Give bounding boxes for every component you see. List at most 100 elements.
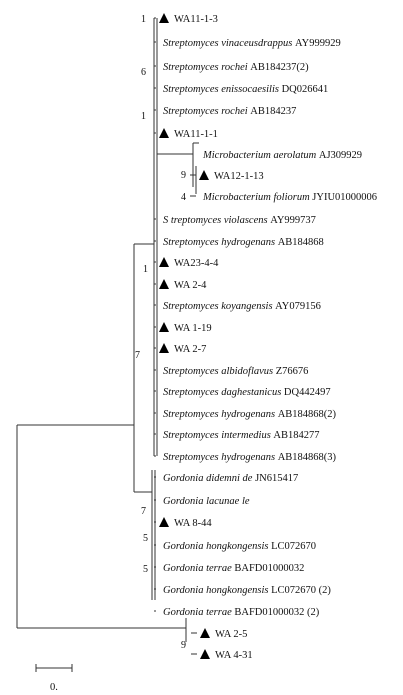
leaf-species: enissocaesilis	[221, 84, 281, 95]
leaf-accession: WA 2-5	[215, 629, 247, 640]
leaf-accession: BAFD01000032 (2)	[234, 607, 319, 618]
leaf-genus: Gordonia	[163, 585, 206, 596]
leaf-label: Streptomyces daghestanicus DQ442497	[163, 387, 331, 398]
leaf-accession: LC072670 (2)	[271, 585, 331, 596]
leaf-accession: WA12-1-13	[214, 171, 264, 182]
leaf-species: albidoflavus	[221, 366, 276, 377]
leaf-genus: Streptomyces	[163, 38, 221, 49]
leaf-species: intermedius	[221, 430, 273, 441]
leaf-accession: DQ442497	[284, 387, 331, 398]
isolate-marker-icon	[159, 257, 169, 267]
leaf-label: Gordonia hongkongensis LC072670 (2)	[163, 585, 331, 596]
leaf-accession: LC072670	[271, 541, 316, 552]
leaf-genus: Streptomyces	[163, 237, 221, 248]
leaf-accession: AB184237(2)	[250, 62, 309, 73]
support-value: 5	[143, 564, 148, 575]
leaf-label: WA11-1-1	[174, 129, 218, 140]
leaf-label: WA11-1-3	[174, 14, 218, 25]
leaf-label: Streptomyces vinaceusdrappus AY999929	[163, 38, 341, 49]
leaf-label: Microbacterium aerolatum AJ309929	[202, 150, 362, 161]
leaf-accession: AB184868(2)	[278, 409, 337, 420]
leaf-label: Streptomyces rochei AB184237	[163, 106, 296, 117]
isolate-marker-icon	[159, 13, 169, 23]
leaf-species: hydrogenans	[221, 452, 277, 463]
leaf-species: koyangensis	[221, 301, 275, 312]
leaf-species: hongkongensis	[206, 585, 271, 596]
isolate-marker-icon	[199, 170, 209, 180]
leaf-genus: Streptomyces	[163, 430, 221, 441]
support-value: 5	[143, 533, 148, 544]
isolate-marker-icon	[159, 279, 169, 289]
leaf-accession: AB184237	[250, 106, 296, 117]
leaf-accession: WA23-4-4	[174, 258, 219, 269]
leaf-accession: WA11-1-3	[174, 14, 218, 25]
leaf-label: WA 2-4	[174, 280, 207, 291]
support-value: 6	[141, 67, 146, 78]
leaf-label: Gordonia hongkongensis LC072670	[163, 541, 316, 552]
leaf-species: aerolatum	[273, 150, 318, 161]
leaf-species: hydrogenans	[221, 409, 277, 420]
leaf-accession: DQ026641	[282, 84, 329, 95]
tree-branches	[16, 17, 199, 655]
leaf-genus: Streptomyces	[163, 301, 221, 312]
leaf-accession: JN615417	[255, 473, 298, 484]
support-value: 1	[143, 264, 148, 275]
leaf-accession: AJ309929	[319, 150, 362, 161]
leaf-accession: AY079156	[275, 301, 321, 312]
leaf-species: didemni de	[206, 473, 255, 484]
support-value: 9	[181, 170, 186, 181]
leaf-species: rochei	[221, 106, 250, 117]
leaf-genus: Gordonia	[163, 563, 206, 574]
leaf-genus: Streptomyces	[163, 387, 221, 398]
leaf-label: WA 2-5	[215, 629, 247, 640]
leaf-accession: AB184868(3)	[278, 452, 337, 463]
leaf-accession: BAFD01000032	[234, 563, 304, 574]
leaf-genus: Streptomyces	[163, 366, 221, 377]
leaf-accession: WA 2-4	[174, 280, 207, 291]
leaf-label: Streptomyces hydrogenans AB184868(2)	[163, 409, 337, 420]
leaf-label: Gordonia lacunae le	[163, 496, 250, 507]
leaf-accession: AB184868	[278, 237, 324, 248]
support-value: 1	[141, 111, 146, 122]
leaf-accession: AY999737	[270, 215, 316, 226]
leaf-genus: Streptomyces	[163, 84, 221, 95]
scale-bar-label: 0.	[50, 682, 58, 693]
leaf-genus: Gordonia	[163, 607, 206, 618]
leaf-label: Streptomyces hydrogenans AB184868	[163, 237, 324, 248]
support-value: 9	[181, 640, 186, 651]
leaf-label: Gordonia terrae BAFD01000032	[163, 563, 304, 574]
leaf-label: WA 8-44	[174, 518, 212, 529]
leaf-genus: Gordonia	[163, 496, 206, 507]
leaf-genus: Streptomyces	[163, 62, 221, 73]
leaf-genus: Microbacterium	[202, 150, 273, 161]
leaf-genus: Gordonia	[163, 473, 206, 484]
isolate-marker-icon	[200, 649, 210, 659]
leaf-label: Streptomyces hydrogenans AB184868(3)	[163, 452, 337, 463]
isolate-marker-icon	[159, 128, 169, 138]
support-value: 1	[141, 14, 146, 25]
isolate-marker-icon	[159, 517, 169, 527]
support-value: 7	[141, 506, 146, 517]
leaf-label: Streptomyces rochei AB184237(2)	[163, 62, 309, 73]
leaf-genus: Streptomyces	[163, 452, 221, 463]
leaf-accession: WA 8-44	[174, 518, 212, 529]
leaf-species: terrae	[206, 563, 234, 574]
leaf-species: foliorum	[273, 192, 312, 203]
leaf-accession: WA 1-19	[174, 323, 212, 334]
isolate-marker-icon	[200, 628, 210, 638]
support-value: 4	[181, 192, 186, 203]
leaf-accession: Z76676	[276, 366, 309, 377]
leaf-label: Streptomyces enissocaesilis DQ026641	[163, 84, 328, 95]
leaf-genus: Gordonia	[163, 541, 206, 552]
scale-bar: 0.	[35, 664, 73, 693]
leaf-species: violascens	[224, 215, 270, 226]
leaf-accession: AY999929	[295, 38, 341, 49]
leaf-label: WA 2-7	[174, 344, 206, 355]
leaf-accession: WA 2-7	[174, 344, 206, 355]
leaf-species: terrae	[206, 607, 234, 618]
leaf-genus: Microbacterium	[202, 192, 273, 203]
leaf-genus: Streptomyces	[163, 409, 221, 420]
leaf-genus: Streptomyces	[163, 106, 221, 117]
